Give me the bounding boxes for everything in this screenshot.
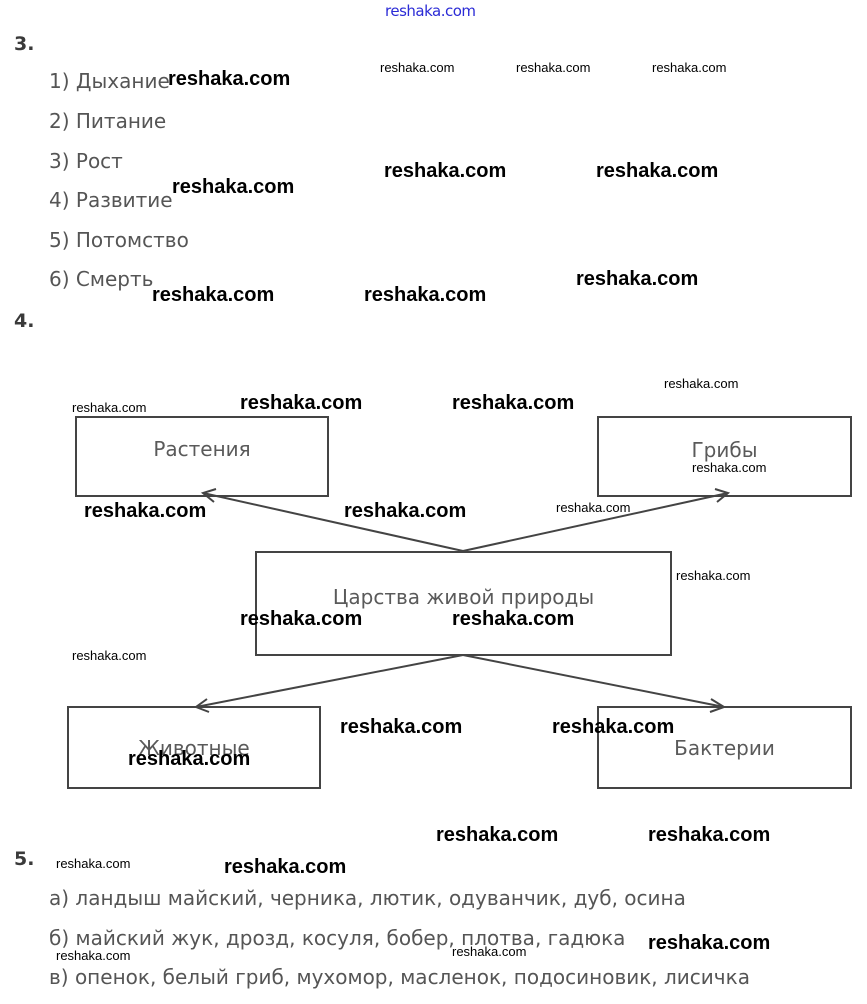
watermark: reshaka.com [452,392,575,414]
list-item: 3) Рост [49,149,123,173]
watermark: reshaka.com [648,824,771,846]
watermark: reshaka.com [240,608,363,630]
plants-label: Растения [153,436,251,461]
watermark: reshaka.com [676,568,751,583]
list-item: б) майский жук, дрозд, косуля, бобер, пл… [49,926,626,950]
watermark: reshaka.com [385,2,476,20]
watermark: reshaka.com [56,948,131,963]
watermark: reshaka.com [56,856,131,871]
list-item: в) опенок, белый гриб, мухомор, масленок… [49,965,750,989]
fungi-box: Грибы [597,416,852,497]
list-item: 4) Развитие [49,188,173,212]
watermark: reshaka.com [552,716,675,738]
fungi-label: Грибы [691,437,758,462]
watermark: reshaka.com [576,268,699,290]
animals-box: Животные [67,706,321,789]
list-item: 5) Потомство [49,228,189,252]
arrow-to-animals [195,654,464,708]
watermark: reshaka.com [380,60,455,75]
arrow-to-plants [202,492,464,552]
arrowhead-fungi [714,488,731,503]
watermark: reshaka.com [152,284,275,306]
bacteria-box: Бактерии [597,706,852,789]
bacteria-label: Бактерии [674,735,775,760]
watermark: reshaka.com [648,932,771,954]
watermark: reshaka.com [364,284,487,306]
watermark: reshaka.com [72,400,147,415]
arrowhead-plants [200,488,217,503]
watermark: reshaka.com [84,500,207,522]
watermark: reshaka.com [168,68,291,90]
list-item: 6) Смерть [49,267,154,291]
watermark: reshaka.com [664,376,739,391]
watermark: reshaka.com [224,856,347,878]
watermark: reshaka.com [340,716,463,738]
watermark: reshaka.com [436,824,559,846]
watermark: reshaka.com [652,60,727,75]
list-item: 2) Питание [49,109,167,133]
section-5-number: 5. [14,848,35,870]
watermark: reshaka.com [452,944,527,959]
animals-label: Животные [138,735,250,760]
list-item: а) ландыш майский, черника, лютик, одува… [49,886,686,910]
watermark: reshaka.com [516,60,591,75]
plants-box: Растения [75,416,329,497]
watermark: reshaka.com [128,748,251,770]
kingdoms-label: Царства живой природы [332,584,595,609]
watermark: reshaka.com [556,500,631,515]
section-4-number: 4. [14,310,35,332]
watermark: reshaka.com [240,392,363,414]
section-3-number: 3. [14,33,35,55]
watermark: reshaka.com [452,608,575,630]
watermark: reshaka.com [384,160,507,182]
kingdoms-box: Царства живой природы [255,551,672,656]
watermark: reshaka.com [344,500,467,522]
arrow-to-fungi [462,492,729,552]
watermark: reshaka.com [72,648,147,663]
watermark: reshaka.com [172,176,295,198]
watermark: reshaka.com [692,460,767,475]
arrow-to-bacteria [462,654,725,708]
watermark: reshaka.com [596,160,719,182]
list-item: 1) Дыхание [49,69,170,93]
